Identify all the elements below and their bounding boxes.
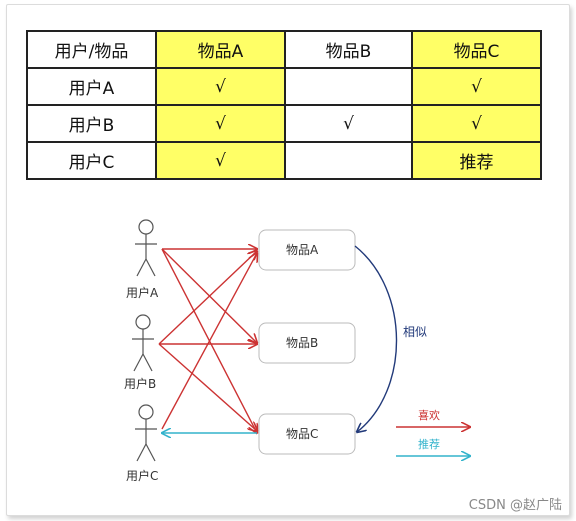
row-label-cell: 用户A	[26, 67, 157, 106]
like-edge-c-a	[161, 253, 257, 430]
user-c-figure-icon	[135, 404, 157, 462]
table-header-row: 用户/物品 物品A 物品B 物品C	[26, 30, 542, 69]
similar-label: 相似	[403, 325, 427, 339]
item-a-label: 物品A	[286, 243, 319, 257]
table-cell: √	[411, 104, 542, 143]
row-label-cell: 用户B	[26, 104, 157, 143]
header-cell: 物品C	[411, 30, 542, 69]
table-cell	[284, 141, 413, 180]
like-edges	[158, 249, 257, 433]
user-a-figure-icon	[135, 219, 157, 277]
table-cell: √	[155, 141, 286, 180]
header-cell: 用户/物品	[26, 30, 157, 69]
like-edge-b-c	[158, 343, 257, 431]
table-cell: √	[411, 67, 542, 106]
item-c-label: 物品C	[286, 427, 318, 441]
similar-arc	[354, 245, 398, 432]
table-cell: √	[284, 104, 413, 143]
item-b-box	[258, 322, 356, 364]
legend-like-label: 喜欢	[418, 408, 440, 422]
row-label-cell: 用户C	[26, 141, 157, 180]
table-row: 用户A √ √	[26, 67, 542, 106]
user-item-matrix: 用户/物品 物品A 物品B 物品C 用户A √ √ 用户B √ √ √ 用户C …	[26, 30, 542, 180]
item-c-box	[258, 413, 356, 455]
table-cell: 推荐	[411, 141, 542, 180]
table-row: 用户B √ √ √	[26, 104, 542, 143]
table-cell: √	[155, 104, 286, 143]
user-b-figure-icon	[132, 314, 154, 372]
item-b-label: 物品B	[286, 336, 318, 350]
user-c-label: 用户C	[126, 468, 158, 483]
user-b-label: 用户B	[124, 376, 156, 391]
like-edge-b-a	[158, 251, 257, 345]
table-cell: √	[155, 67, 286, 106]
table-cell	[284, 67, 413, 106]
user-a-label: 用户A	[126, 285, 159, 300]
watermark: CSDN @赵广陆	[468, 498, 562, 513]
table-row: 用户C √ 推荐	[26, 141, 542, 180]
legend-recommend-label: 推荐	[418, 437, 440, 451]
header-cell: 物品A	[155, 30, 286, 69]
legend: 喜欢 推荐	[396, 408, 470, 456]
header-cell: 物品B	[284, 30, 413, 69]
